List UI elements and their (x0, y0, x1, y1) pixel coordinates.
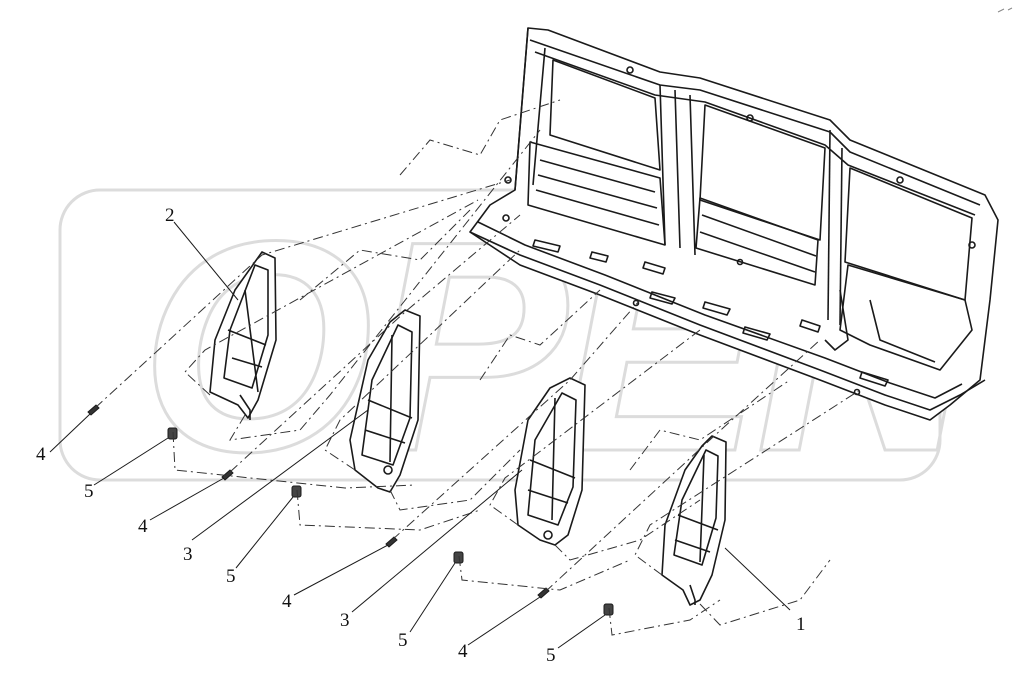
callout-3-right: 3 (340, 610, 350, 631)
callout-labels: 2 1 3 3 4 4 4 4 5 5 5 5 (36, 205, 806, 666)
callout-4-third: 4 (282, 591, 292, 612)
side-panel-1 (661, 435, 727, 606)
callout-1: 1 (796, 614, 806, 635)
nut-5b (291, 485, 302, 498)
nut-5d (603, 603, 614, 616)
callout-3-left: 3 (183, 544, 193, 565)
callout-5-third: 5 (398, 630, 408, 651)
nut-5a (167, 427, 178, 440)
nuts (167, 427, 614, 616)
side-panel-3-left (349, 309, 421, 493)
side-panel-2 (209, 251, 277, 420)
callout-4-first: 4 (36, 444, 46, 465)
callout-5-first: 5 (84, 481, 94, 502)
callout-5-fourth: 5 (546, 645, 556, 666)
assembly-guide-lines (94, 99, 861, 636)
callout-2: 2 (165, 205, 175, 226)
callout-4-fourth: 4 (458, 641, 468, 662)
leader-lines (49, 221, 791, 649)
backrest-frame (469, 27, 999, 421)
callout-4-second: 4 (138, 516, 148, 537)
screw-4c (385, 536, 398, 548)
screw-4b (221, 469, 234, 481)
side-panel-3-right (514, 377, 586, 546)
nut-5c (453, 551, 464, 564)
corner-mark (997, 7, 1013, 13)
callout-5-second: 5 (226, 566, 236, 587)
